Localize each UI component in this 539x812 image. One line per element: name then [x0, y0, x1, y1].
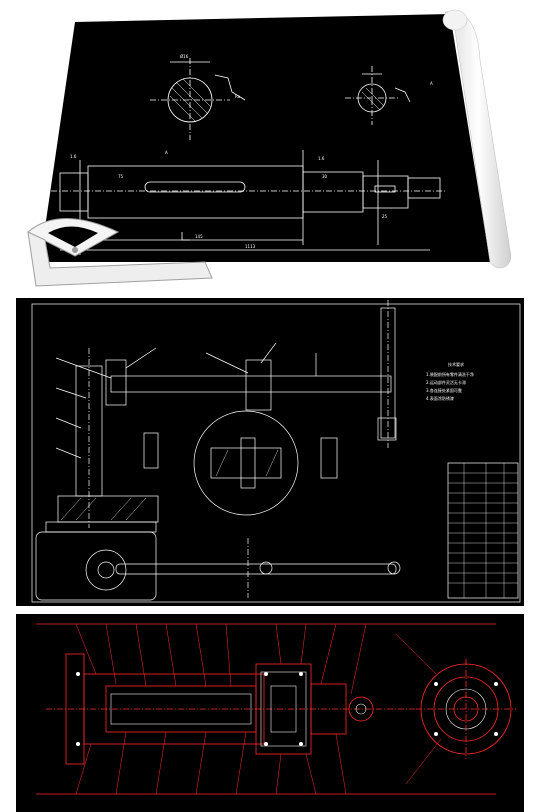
dim-label: 75: [118, 174, 124, 179]
triangle-protractor-icon: [27, 218, 213, 287]
note-line: 1.装配前所有零件清洗干净: [426, 371, 474, 377]
note-line: 3.各连接处紧固可靠: [426, 387, 462, 393]
dim-label: 1.6: [318, 156, 325, 161]
dim-label: 30: [322, 174, 328, 179]
dim-label: 1.6: [70, 154, 77, 159]
dim-label: 1113: [245, 244, 256, 249]
assembly-drawing: 技术要求 1.装配前所有零件清洗干净 2.运动部件灵活无卡滞 3.各连接处紧固可…: [31, 300, 521, 603]
notes-title: 技术要求: [448, 361, 464, 367]
dim-label: 145: [195, 234, 203, 239]
note-line: 4.表面涂防锈漆: [426, 395, 454, 401]
dim-label: 25: [382, 214, 388, 219]
cylinder-drawing: [36, 623, 516, 795]
dim-label: A: [430, 81, 433, 86]
drawing-sheet-3: [16, 614, 524, 812]
dim-label: Ra: [235, 94, 241, 99]
note-line: 2.运动部件灵活无卡滞: [426, 379, 466, 385]
dim-label: Ø16: [180, 54, 189, 59]
dim-label: A: [165, 150, 168, 155]
drawing-sheet-1: Ø16 1.6 1.6 Ra A 75 30 25 145 1113 A: [0, 0, 539, 290]
shaft-drawing: Ø16 1.6 1.6 Ra A 75 30 25 145 1113 A: [27, 9, 512, 287]
drawing-sheet-2: 技术要求 1.装配前所有零件清洗干净 2.运动部件灵活无卡滞 3.各连接处紧固可…: [16, 298, 524, 606]
